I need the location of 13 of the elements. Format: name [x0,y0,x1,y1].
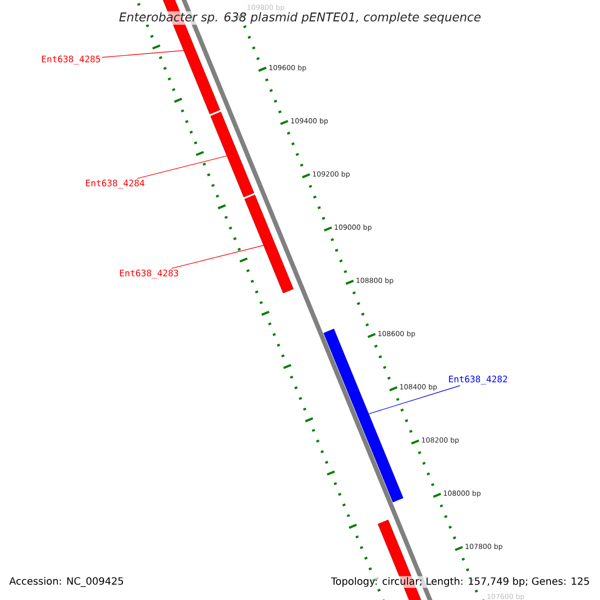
leader-line [102,50,184,58]
gene-label: Ent638_4282 [449,376,508,384]
gene-bar [244,194,294,294]
leader-line [136,156,228,179]
gene-bar [210,112,254,198]
summary-text: Topology: circular; Length: 157,749 bp; Genes: 125 [330,576,591,588]
accession-text: Accession: NC_009425 [9,577,124,587]
leader-line [171,245,264,269]
title: Enterobacter sp. 638 plasmid pENTE01, complete sequence [118,11,482,25]
gene-label: Ent638_4284 [86,180,144,188]
leader-line [368,385,460,414]
gene-label: Ent638_4285 [42,56,100,64]
gene-label: Ent638_4283 [120,270,178,278]
